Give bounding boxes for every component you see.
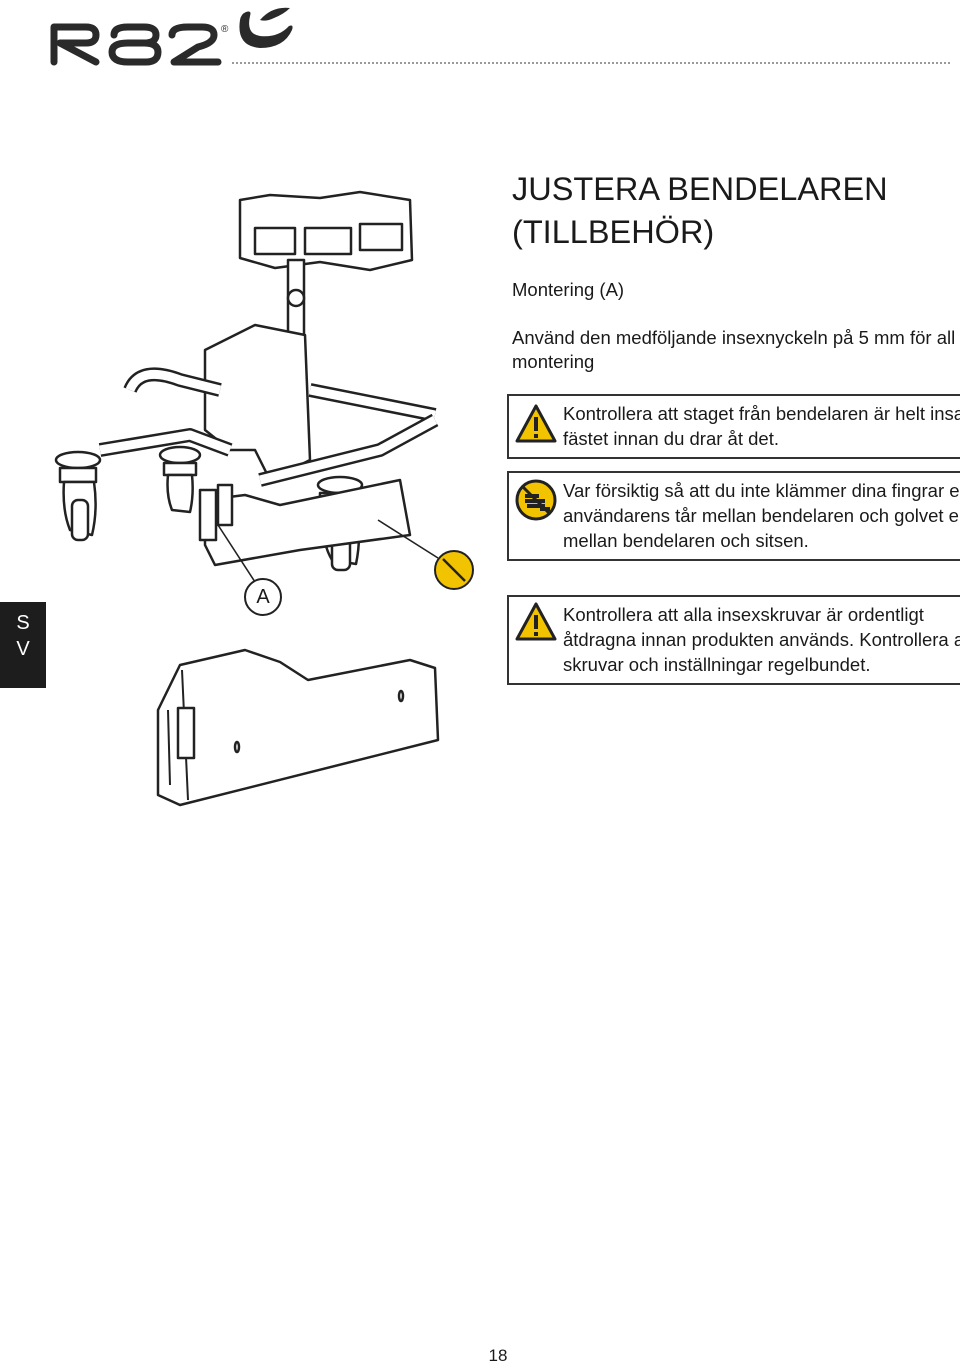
notice-pinch-hazard: Var försiktig så att du inte klämmer din…	[507, 471, 960, 561]
callout-a: A	[244, 578, 282, 616]
pinch-hazard-icon	[515, 479, 557, 521]
page-number: 18	[488, 1346, 508, 1365]
intro-text: Använd den medföljande insexnyckeln på 5…	[512, 327, 956, 372]
notice-check-bar: Kontrollera att staget från bendelaren ä…	[507, 394, 960, 459]
title-line-1: JUSTERA BENDELAREN	[512, 171, 888, 207]
warning-triangle-icon	[515, 404, 557, 443]
notice-text: Kontrollera att staget från bendelaren ä…	[563, 403, 960, 449]
notice-text: Var försiktig så att du inte klämmer din…	[563, 480, 960, 551]
notice-check-screws: Kontrollera att alla insexskruvar är ord…	[507, 595, 960, 685]
notice-text: Kontrollera att alla insexskruvar är ord…	[563, 604, 960, 675]
warning-triangle-icon	[515, 602, 557, 641]
leg-rest-assembly-illustration	[54, 190, 474, 807]
header-divider	[232, 62, 950, 64]
language-tab-line-1: S	[16, 612, 30, 634]
language-tab: S V	[0, 602, 46, 688]
subtitle: Montering (A)	[512, 279, 625, 300]
page-title: JUSTERA BENDELAREN (TILLBEHÖR)	[512, 168, 888, 254]
svg-text:®: ®	[221, 24, 229, 35]
title-line-2: (TILLBEHÖR)	[512, 214, 715, 250]
language-tab-line-2: V	[16, 638, 30, 660]
r82-logo: ®	[50, 7, 293, 66]
